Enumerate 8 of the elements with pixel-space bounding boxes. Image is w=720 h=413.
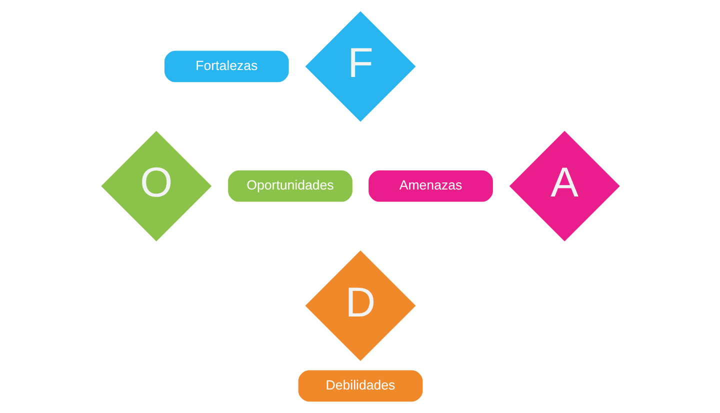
node-diamond: D	[304, 250, 416, 361]
node-label: Amenazas	[398, 178, 462, 193]
node-label: Fortalezas	[195, 58, 258, 73]
node-diamond: F	[304, 11, 416, 122]
node-label: Debilidades	[325, 377, 395, 392]
node-diamond: A	[508, 130, 620, 242]
node-label: Oportunidades	[246, 178, 334, 193]
node-diamond: O	[100, 130, 212, 242]
